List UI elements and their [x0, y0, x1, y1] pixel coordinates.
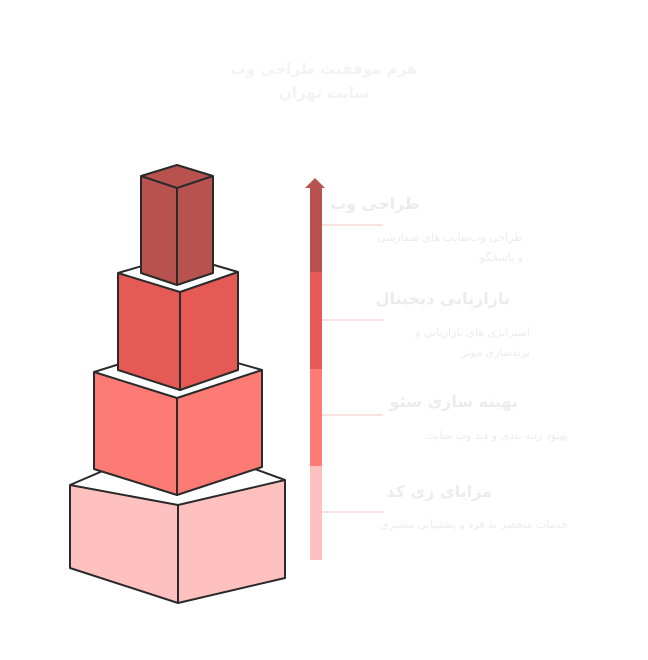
- level-4-description: خدمات منحصر به فرد و پشتیبانی مشتری: [380, 518, 568, 531]
- level-2-description: استراتژی های بازاریابی و برندسازی موثر: [415, 326, 530, 359]
- diagram-title-line-1: هرم موفقیت طراحی وب: [230, 60, 418, 78]
- level-1-title: طراحی وب: [330, 194, 420, 213]
- level-3-description: بهبود رتبه بندی و دید وب سایت: [425, 429, 568, 442]
- pyramid-level-2: [117, 254, 239, 391]
- level-1-description: طراحی وب‌سایت های سفارشی و پاسخگو: [376, 231, 523, 264]
- level-3-title: بهینه سازی سئو: [389, 392, 518, 411]
- pyramid-level-3: [93, 345, 263, 496]
- level-2-title: بازاریابی دیجیتال: [375, 289, 510, 308]
- progress-arrow: [305, 178, 325, 560]
- connector-lines: [322, 224, 383, 513]
- level-4-title: مزایای زی کد: [386, 482, 492, 501]
- pyramid-level-1: [140, 164, 214, 286]
- diagram-title-line-2: سایت تهران: [279, 84, 369, 102]
